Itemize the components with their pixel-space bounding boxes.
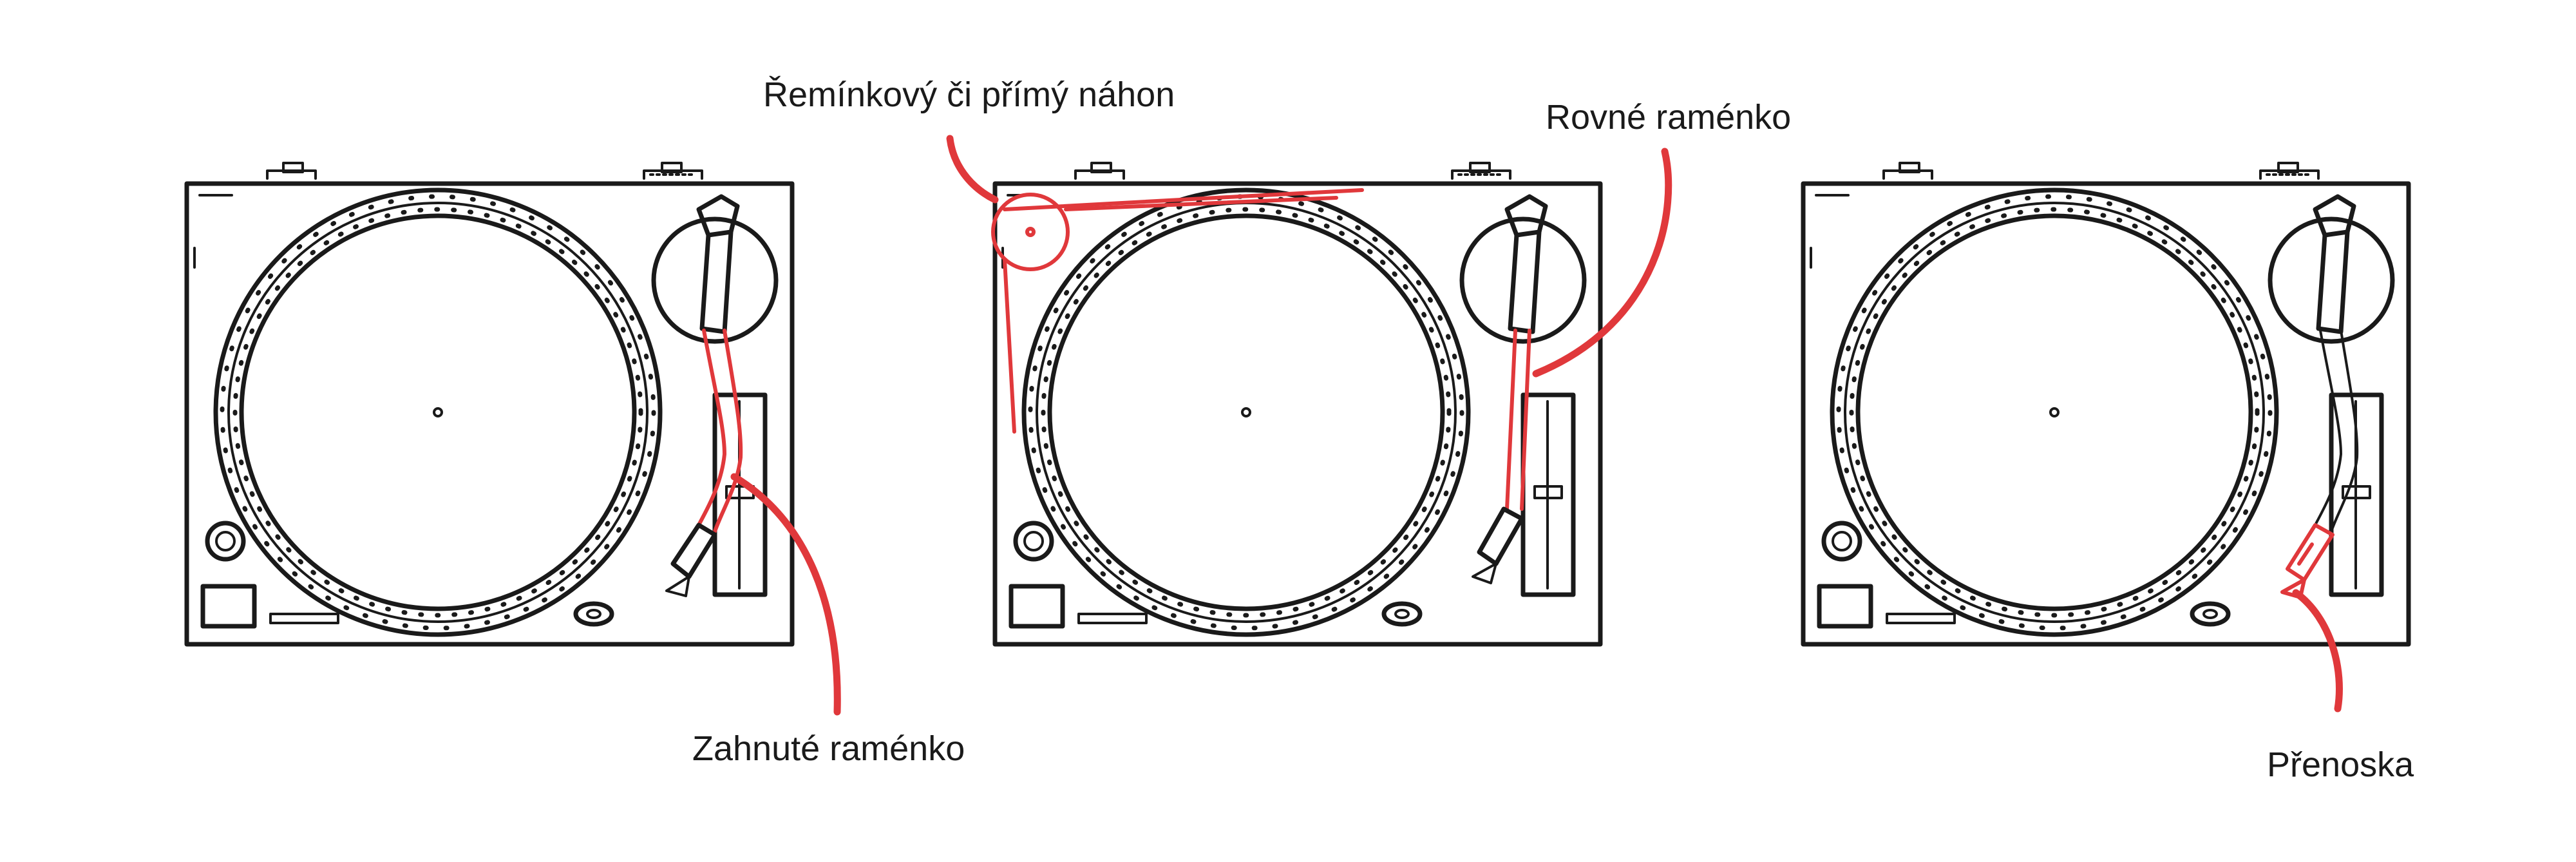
belt-drive-label: Řemínkový či přímý náhon bbox=[763, 75, 1175, 114]
cartridge bbox=[2280, 523, 2334, 599]
cartridge-callout bbox=[2292, 589, 2343, 713]
turntable-straight-arm bbox=[991, 163, 1600, 644]
straight-arm bbox=[1505, 329, 1517, 511]
straight-arm-label: Rovné raménko bbox=[1546, 98, 1792, 137]
curved-arm-callout bbox=[730, 473, 841, 716]
curved-arm bbox=[697, 329, 726, 527]
straight-arm-callout bbox=[1532, 148, 1672, 378]
turntable-curved-arm bbox=[187, 163, 792, 644]
belt-drive bbox=[991, 188, 1364, 434]
turntable-cartridge bbox=[1803, 163, 2409, 644]
curved-arm-label: Zahnuté raménko bbox=[692, 729, 965, 768]
cartridge-label: Přenoska bbox=[2267, 745, 2414, 784]
belt-drive-callout bbox=[946, 135, 999, 204]
